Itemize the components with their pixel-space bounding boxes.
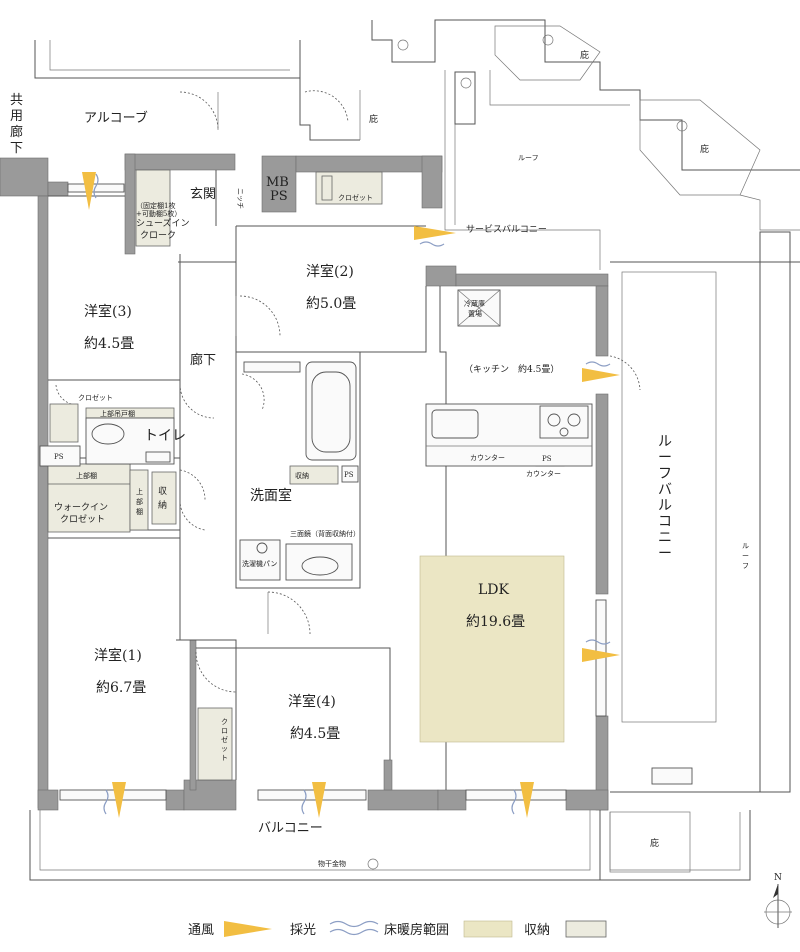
storage-v-2: 納 bbox=[158, 499, 167, 511]
shoes-cloak-label-1: シューズイン bbox=[136, 217, 190, 229]
svg-text:ル: ル bbox=[742, 542, 749, 550]
svg-text:ー: ー bbox=[658, 546, 672, 562]
walls bbox=[0, 153, 609, 811]
shoes-cloak-label-2: クローク bbox=[140, 230, 176, 241]
legend-ventilation-swatch bbox=[224, 921, 272, 937]
legend-floor-heating-label: 床暖房範囲 bbox=[384, 922, 449, 938]
eaves-label-3: 庇 bbox=[700, 143, 709, 155]
svg-text:フ: フ bbox=[742, 562, 749, 570]
svg-text:ー: ー bbox=[742, 552, 749, 560]
western4-size: 約4.5畳 bbox=[290, 726, 340, 742]
common-corridor-label-1: 共 bbox=[10, 93, 23, 108]
toilet-label: トイレ bbox=[144, 428, 186, 444]
ldk-size: 約19.6畳 bbox=[466, 614, 525, 630]
ps-label-left: PS bbox=[54, 453, 64, 461]
washer-pan-label: 洗濯機パン bbox=[242, 559, 277, 568]
ventilation-markers bbox=[82, 172, 620, 818]
storage-wash-label: 収納 bbox=[295, 471, 309, 480]
svg-text:ッ: ッ bbox=[221, 745, 228, 753]
shoes-cloak-note-2: +可動棚5枚） bbox=[136, 209, 181, 218]
ldk-name: LDK bbox=[478, 582, 510, 598]
legend-ventilation-label: 通風 bbox=[188, 923, 214, 938]
svg-text:ロ: ロ bbox=[221, 727, 228, 735]
shoes-cloak-note-1: （固定棚1枚 bbox=[136, 201, 175, 210]
partitions bbox=[48, 170, 447, 790]
legend-floor-heating-swatch bbox=[463, 920, 513, 938]
legend-daylight-swatch bbox=[329, 920, 379, 936]
western1-size: 約6.7畳 bbox=[96, 680, 146, 696]
roof-v-label: ル ー フ bbox=[742, 542, 749, 570]
western4-name: 洋室(4) bbox=[288, 693, 336, 710]
storage-blocks bbox=[47, 169, 383, 781]
legend-storage-swatch bbox=[565, 920, 607, 938]
niche-label: ニッチ bbox=[236, 188, 244, 209]
fridge-label-1: 冷蔵庫 bbox=[464, 299, 485, 308]
balcony-label: バルコニー bbox=[258, 821, 323, 836]
daylight-markers bbox=[93, 173, 611, 815]
legend-storage-label: 収納 bbox=[524, 923, 550, 938]
upper-shelf-label: 上部棚 bbox=[76, 471, 97, 480]
mbps-label-2: PS bbox=[270, 189, 288, 204]
upper-shelf-v-3: 棚 bbox=[136, 507, 143, 516]
entrance-label: 玄関 bbox=[190, 187, 216, 202]
svg-text:ー: ー bbox=[658, 450, 672, 466]
common-corridor-label-2: 用 bbox=[10, 109, 23, 124]
storage-v-1: 収 bbox=[158, 485, 167, 497]
western3-name: 洋室(3) bbox=[84, 303, 132, 320]
roof-label: ルーフ bbox=[518, 154, 539, 162]
svg-text:ト: ト bbox=[221, 754, 228, 762]
floor-heating-area bbox=[419, 555, 565, 743]
counter-label-1: カウンター bbox=[470, 453, 505, 462]
washroom-label: 洗面室 bbox=[250, 487, 292, 504]
svg-text:ゼ: ゼ bbox=[221, 735, 228, 744]
mbps-label-1: MB bbox=[266, 175, 289, 190]
alcove-area bbox=[34, 34, 688, 870]
eaves-label-2: 庇 bbox=[580, 49, 589, 61]
kitchen-label: （キッチン 約4.5畳） bbox=[464, 363, 559, 375]
north-label: N bbox=[774, 873, 782, 883]
roof-balcony-label: ル ー フ バ ル コ ニ ー bbox=[658, 434, 672, 562]
balcony-outline bbox=[29, 810, 751, 881]
closet-small-label: クロゼット bbox=[78, 393, 113, 402]
service-balcony-label: サービスバルコニー bbox=[466, 224, 547, 235]
eaves-label-4: 庇 bbox=[650, 837, 659, 849]
western2-size: 約5.0畳 bbox=[306, 296, 356, 312]
western2-name: 洋室(2) bbox=[306, 263, 354, 280]
roof-structure bbox=[371, 19, 800, 793]
eaves-label-1: 庇 bbox=[369, 113, 378, 125]
common-corridor-label-3: 廊 bbox=[10, 124, 23, 140]
ps-label-wash: PS bbox=[344, 471, 354, 479]
svg-text:フ: フ bbox=[658, 466, 672, 482]
svg-text:ル: ル bbox=[658, 434, 672, 450]
svg-text:ニ: ニ bbox=[658, 530, 672, 546]
clothes-hanger-label: 物干金物 bbox=[318, 859, 346, 868]
closet-top-label: クロゼット bbox=[338, 193, 373, 202]
mirror-label: 三面鏡（背面収納付） bbox=[290, 529, 360, 538]
legend-graphics bbox=[224, 920, 607, 938]
walkin-label-1: ウォークイン bbox=[54, 502, 108, 513]
western3-size: 約4.5畳 bbox=[84, 336, 134, 352]
svg-text:コ: コ bbox=[658, 514, 672, 530]
labels: アルコーブ 共 用 廊 下 庇 庇 庇 庇 ルーフ 玄関 ニッチ MB PS ク… bbox=[10, 49, 782, 938]
ps-label-kitchen: PS bbox=[542, 455, 552, 463]
north-arrow bbox=[764, 884, 792, 928]
fridge-label-2: 置場 bbox=[468, 309, 482, 318]
alcove-label: アルコーブ bbox=[84, 110, 148, 126]
walkin-label-2: クロゼット bbox=[60, 513, 105, 525]
common-corridor-label-4: 下 bbox=[10, 141, 23, 156]
svg-text:ク: ク bbox=[221, 718, 228, 726]
western1-name: 洋室(1) bbox=[94, 647, 142, 664]
legend-daylight-label: 採光 bbox=[290, 923, 316, 938]
closet-v-label: ク ロ ゼ ッ ト bbox=[221, 718, 228, 762]
svg-text:ル: ル bbox=[658, 498, 672, 514]
svg-text:バ: バ bbox=[658, 482, 672, 498]
corridor-label: 廊下 bbox=[190, 352, 216, 368]
upper-shelf-v-2: 部 bbox=[136, 497, 143, 506]
upper-shelf-v-1: 上 bbox=[136, 487, 143, 496]
counter-label-2: カウンター bbox=[526, 469, 561, 478]
doors bbox=[55, 90, 641, 693]
upper-wall-shelf-label: 上部吊戸棚 bbox=[100, 409, 135, 418]
